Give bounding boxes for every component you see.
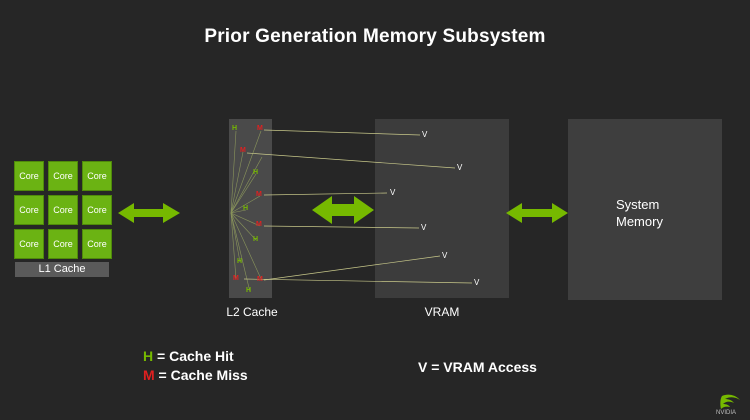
core-cell: Core xyxy=(14,229,44,259)
legend-miss-letter: M xyxy=(143,367,155,383)
cache-miss-marker: M xyxy=(256,191,262,198)
cache-miss-marker: M xyxy=(256,221,262,228)
cache-miss-marker: M xyxy=(257,276,263,283)
system-memory-block xyxy=(568,119,722,300)
vram-access-marker: V xyxy=(474,278,480,287)
core-cell: Core xyxy=(48,195,78,225)
legend-hit-letter: H xyxy=(143,348,154,364)
core-cell: Core xyxy=(14,161,44,191)
vram-label: VRAM xyxy=(424,305,460,319)
double-arrow-icon xyxy=(312,196,374,224)
core-cell: Core xyxy=(82,229,112,259)
vram-access-marker: V xyxy=(390,188,396,197)
vram-access-marker: V xyxy=(422,130,428,139)
system-memory-label-line2: Memory xyxy=(616,214,663,229)
l1-cache-label: L1 Cache xyxy=(15,262,109,277)
l2-cache-block xyxy=(229,119,272,298)
cache-hit-marker: H xyxy=(232,125,238,132)
system-memory-label: System Memory xyxy=(616,196,663,230)
legend-miss-text: = Cache Miss xyxy=(154,367,248,383)
cache-hit-marker: H xyxy=(237,258,243,265)
system-memory-label-line1: System xyxy=(616,197,660,212)
legend-hit-text: = Cache Hit xyxy=(153,348,234,364)
legend-vram-access: V = VRAM Access xyxy=(418,359,537,375)
slide-title: Prior Generation Memory Subsystem xyxy=(204,26,546,47)
cache-hit-marker: H xyxy=(243,205,249,212)
vram-access-lines xyxy=(243,129,473,284)
cache-hit-marker: H xyxy=(253,169,259,176)
cache-hit-marker: H xyxy=(246,287,252,294)
l2-cache-label: L2 Cache xyxy=(226,305,278,319)
vram-access-marker: V xyxy=(421,223,427,232)
legend-cache-hit: H = Cache Hit xyxy=(143,348,234,364)
core-cell: Core xyxy=(82,195,112,225)
double-arrow-icon xyxy=(506,203,568,223)
cache-hit-marker: H xyxy=(253,236,259,243)
nvidia-logo-text: NVIDIA xyxy=(716,410,737,416)
vram-block xyxy=(375,119,509,298)
cache-miss-marker: M xyxy=(240,147,246,154)
cache-miss-marker: M xyxy=(257,125,263,132)
vram-access-marker: V xyxy=(442,251,448,260)
core-cell: Core xyxy=(48,161,78,191)
cache-miss-marker: M xyxy=(233,275,239,282)
core-grid: Core Core Core Core Core Core Core Core … xyxy=(14,161,112,259)
core-cell: Core xyxy=(48,229,78,259)
vram-access-marker: V xyxy=(457,163,463,172)
core-cell: Core xyxy=(14,195,44,225)
nvidia-logo-icon xyxy=(720,394,740,409)
core-cell: Core xyxy=(82,161,112,191)
legend-cache-miss: M = Cache Miss xyxy=(143,367,248,383)
double-arrow-icon xyxy=(118,203,180,223)
